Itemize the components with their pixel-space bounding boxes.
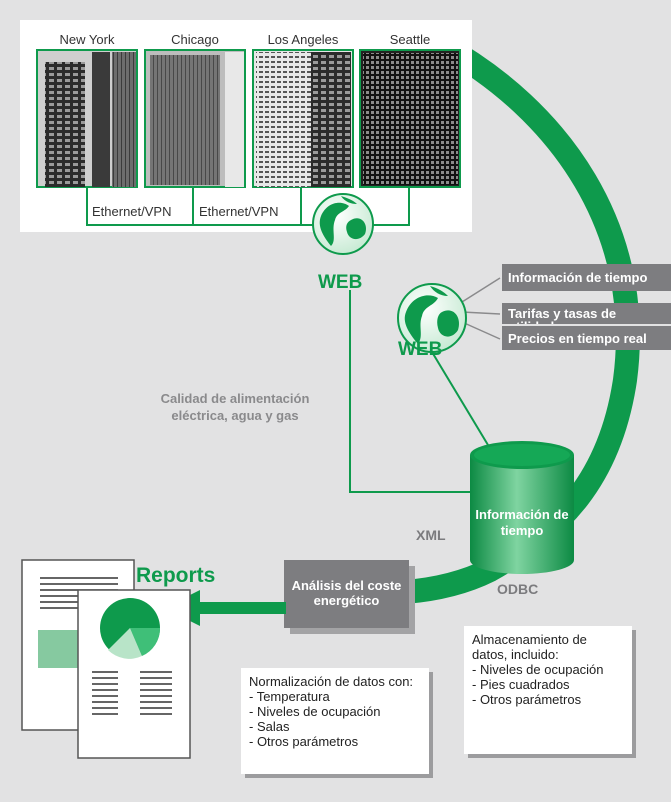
storage-note-item: - Otros parámetros xyxy=(472,692,582,707)
city-label-los-angeles: Los Angeles xyxy=(267,32,339,47)
power-quality-label: Calidad de alimentación eléctrica, agua … xyxy=(160,391,310,423)
feed-box-weather: Información de tiempo xyxy=(502,264,671,291)
ethernet-label-1: Ethernet/VPN xyxy=(92,204,172,219)
normalization-note: Normalización de datos con: - Temperatur… xyxy=(241,668,429,774)
los-angeles-photo xyxy=(252,49,354,188)
database-cylinder xyxy=(470,441,574,574)
analysis-box xyxy=(284,560,409,628)
normalization-note-item: - Otros parámetros xyxy=(249,734,359,749)
feed-box-realtime-prices: Precios en tiempo real xyxy=(502,324,671,350)
feed-line-3 xyxy=(461,321,501,340)
storage-note-item: - Pies cuadrados xyxy=(472,677,570,692)
feed-line-1 xyxy=(461,277,501,303)
city-label-chicago: Chicago xyxy=(171,32,219,47)
storage-note-item: - Niveles de ocupación xyxy=(472,662,604,677)
reports-arrow xyxy=(164,590,286,626)
storage-note: Almacenamiento de datos, incluido: - Niv… xyxy=(464,626,632,754)
normalization-note-item: - Salas xyxy=(249,719,290,734)
odbc-label: ODBC xyxy=(497,581,539,597)
seattle-photo xyxy=(359,49,461,188)
ethernet-link-1 xyxy=(86,187,194,226)
city-label-seattle: Seattle xyxy=(389,32,431,47)
xml-label: XML xyxy=(416,527,446,543)
ethernet-link-4 xyxy=(365,187,410,226)
analysis-label: Análisis del coste energético xyxy=(291,578,402,608)
normalization-note-item: - Niveles de ocupación xyxy=(249,704,381,719)
database-label: Información de tiempo xyxy=(475,507,569,538)
storage-note-title: Almacenamiento de datos, incluido: xyxy=(472,632,587,662)
web-label-1: WEB xyxy=(318,272,363,293)
globe-icon xyxy=(312,193,374,255)
new-york-photo xyxy=(36,49,138,188)
web-database-line xyxy=(349,290,472,493)
feed-line-2 xyxy=(461,311,501,315)
data-flow-arc xyxy=(403,33,640,604)
reports-label: Reports xyxy=(136,564,216,587)
globe-icon-2 xyxy=(397,283,467,353)
ethernet-label-2: Ethernet/VPN xyxy=(199,204,279,219)
web-label-2: WEB xyxy=(398,339,443,360)
normalization-note-title: Normalización de datos con: xyxy=(249,674,414,689)
report-page-front xyxy=(77,589,191,759)
globe-database-line xyxy=(431,351,489,446)
normalization-note-item: - Temperatura xyxy=(249,689,330,704)
city-label-new-york: New York xyxy=(59,32,115,47)
chicago-photo xyxy=(144,49,246,188)
